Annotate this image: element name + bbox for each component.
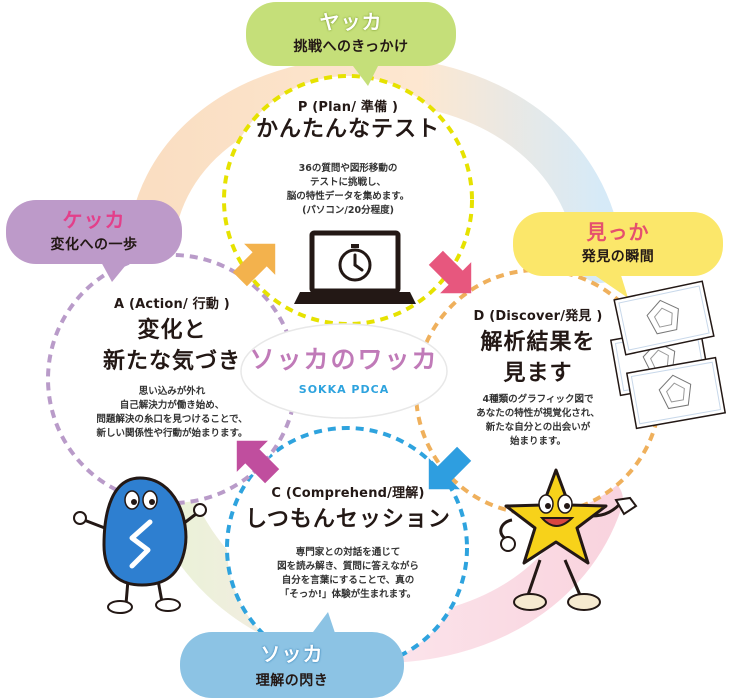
discover-title: 解析結果を 見ます <box>480 330 596 386</box>
radar-chart-cards <box>609 280 727 430</box>
arrow-d-to-c <box>428 446 472 490</box>
plan-title: かんたんなテスト <box>255 117 440 142</box>
plan-circle <box>222 74 474 326</box>
action-code: A (Action/ 行動 ) <box>114 297 230 312</box>
yellow-star-mascot <box>499 468 638 611</box>
mikka-bubble <box>513 212 723 298</box>
plan-code: P (Plan/ 準備 ) <box>297 100 399 115</box>
logo-subtitle: SOKKA PDCA <box>298 383 390 396</box>
sokka-sub: 理解の閃き <box>255 673 329 689</box>
logo-title: ソッカのワッカ <box>249 345 439 374</box>
action-desc: 思い込みが外れ 自己解決力が働き始め、 問題解決の糸口を見つけることで、 新しい… <box>96 386 248 439</box>
mikka-word: 見っか <box>586 220 650 244</box>
yakka-bubble <box>246 2 456 86</box>
sokka-bubble <box>180 612 404 698</box>
arrow-p-to-d <box>428 250 472 294</box>
action-title: 変化と 新たな気づき <box>102 318 241 374</box>
center-logo-oval <box>240 323 448 419</box>
kekka-sub: 変化への一歩 <box>50 237 138 253</box>
comprehend-desc: 専門家との対話を通じて 図を読み解き、質問に答えながら 自分を言葉にすることで、… <box>277 547 419 600</box>
kekka-word: ケッカ <box>62 208 126 232</box>
arrow-c-to-a <box>236 440 280 484</box>
discover-desc: 4種類のグラフィック図で あなたの特性が視覚化され、 新たな自分との出会いが 始… <box>476 394 600 447</box>
comprehend-title: しつもんセッション <box>245 507 451 532</box>
kekka-bubble <box>6 200 182 282</box>
yakka-word: ヤッカ <box>319 10 383 34</box>
plan-desc: 36の質問や図形移動の テストに挑戦し、 脳の特性データを集めます。 (パソコン… <box>286 163 410 216</box>
mikka-sub: 発見の瞬間 <box>581 249 655 265</box>
laptop-stopwatch-icon <box>294 230 416 304</box>
blue-drop-mascot <box>73 476 207 614</box>
sokka-word: ソッカ <box>260 642 324 666</box>
comprehend-code: C (Comprehend/理解) <box>271 486 425 501</box>
arrow-a-to-p <box>232 243 276 287</box>
yakka-sub: 挑戦へのきっかけ <box>293 39 409 55</box>
discover-code: D (Discover/発見 ) <box>473 309 603 324</box>
